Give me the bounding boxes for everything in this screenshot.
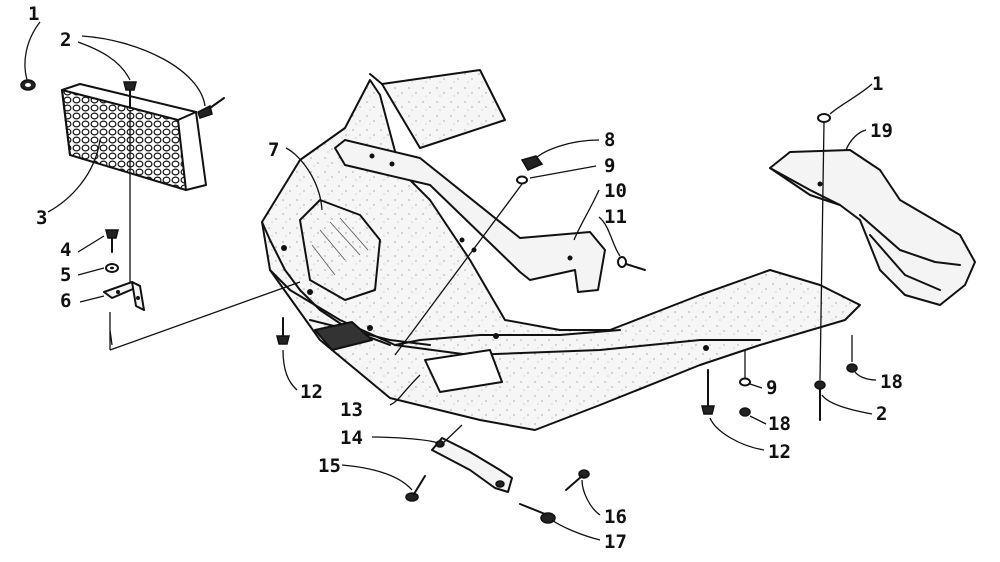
callout-2a: 2 — [60, 29, 71, 51]
callout-19: 19 — [870, 120, 893, 142]
callout-17: 17 — [604, 531, 627, 553]
bolt-17 — [519, 503, 556, 524]
nut-16 — [565, 469, 590, 491]
washer-1-right — [817, 113, 831, 123]
reflector-nut — [20, 79, 36, 91]
callout-12b: 12 — [768, 441, 791, 463]
washer-9-top — [516, 175, 528, 185]
belly-pan-13 — [261, 79, 861, 431]
callout-1b: 1 — [872, 73, 883, 95]
callout-14: 14 — [340, 427, 363, 449]
reflector-assembly — [61, 83, 207, 191]
callout-16: 16 — [604, 506, 627, 528]
runner-14 — [431, 437, 513, 493]
washer-9-right — [739, 377, 751, 387]
screw-11 — [617, 256, 646, 271]
callout-8: 8 — [604, 129, 615, 151]
callout-12a: 12 — [300, 381, 323, 403]
callout-6: 6 — [60, 290, 71, 312]
bolt-15 — [405, 475, 426, 502]
callout-labels: 1 2 3 4 5 6 7 8 9 10 11 12 13 14 15 16 1… — [28, 3, 903, 553]
callout-3: 3 — [36, 207, 47, 229]
callout-2b: 2 — [876, 403, 887, 425]
leader-lines — [24, 21, 877, 541]
screw-12-right — [701, 369, 715, 415]
nose-panel — [369, 69, 506, 149]
callout-9a: 9 — [604, 155, 615, 177]
callout-18b: 18 — [768, 413, 791, 435]
bracket-6 — [103, 281, 145, 311]
nut-18-left — [739, 407, 751, 417]
callout-10: 10 — [604, 180, 627, 202]
callout-1a: 1 — [28, 3, 39, 25]
screw-2-right — [814, 380, 826, 421]
reflector-screw-top — [123, 81, 137, 109]
screw-4 — [105, 229, 119, 253]
nut-18-right — [846, 363, 858, 373]
callout-7: 7 — [268, 139, 279, 161]
bracket-10 — [334, 139, 606, 293]
callout-5: 5 — [60, 264, 71, 286]
shield-19 — [769, 149, 976, 306]
callout-4: 4 — [60, 239, 71, 261]
reflector-screw-side — [197, 97, 225, 119]
screw-12-left — [276, 317, 290, 345]
callout-13: 13 — [340, 399, 363, 421]
nut-8 — [520, 155, 544, 171]
callout-18a: 18 — [880, 371, 903, 393]
callout-15: 15 — [318, 455, 341, 477]
washer-5 — [105, 263, 119, 273]
callout-9b: 9 — [766, 377, 777, 399]
callout-11: 11 — [604, 206, 627, 228]
